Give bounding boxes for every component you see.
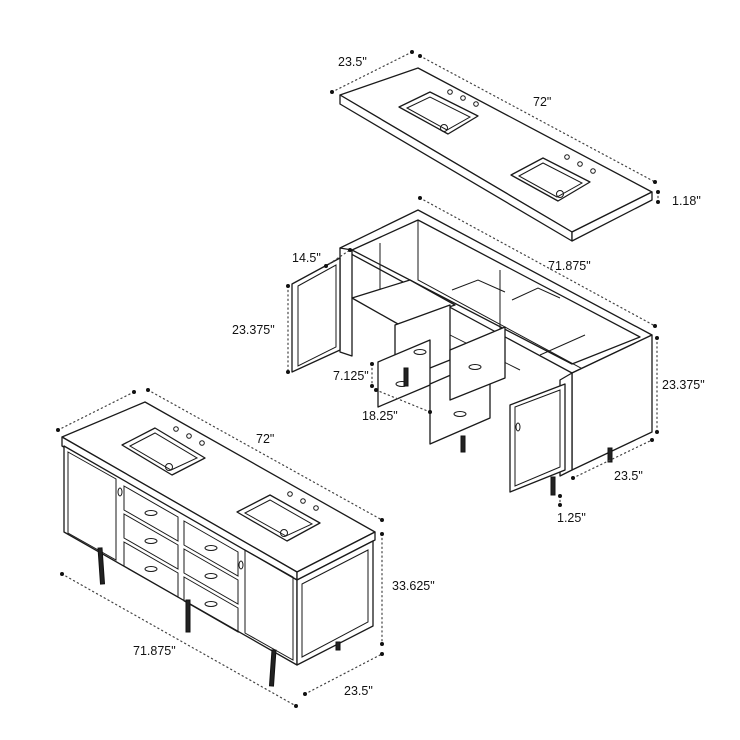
dimension-labels: 23.5" 72" 1.18" 14.5" 71.875" 23.375" 23… (133, 55, 705, 698)
label-top-thickness: 1.18" (672, 194, 701, 208)
label-door-height: 23.375" (232, 323, 275, 337)
drawer-upper-right (449, 326, 506, 401)
right-sink-basin (510, 157, 591, 202)
cabinet-leg (460, 435, 466, 453)
label-leg-height: 1.25" (557, 511, 586, 525)
right-door (509, 383, 566, 493)
left-sink-drain (440, 124, 448, 132)
label-drawer-width: 18.25" (362, 409, 398, 423)
left-door (291, 257, 341, 373)
label-cab-depth: 23.5" (614, 469, 643, 483)
dimension-lines (56, 50, 660, 708)
label-cab-height: 23.375" (662, 378, 705, 392)
label-assembled-width: 71.875" (133, 644, 176, 658)
assembled-vanity-drawing (61, 401, 376, 687)
vanity-leg (97, 547, 106, 585)
cabinet-drawing (291, 209, 653, 496)
left-cabinet-door (67, 451, 117, 561)
vanity-leg (185, 599, 191, 633)
cabinet-leg (607, 447, 613, 463)
cabinet-leg (403, 367, 409, 387)
label-assembled-depth: 23.5" (344, 684, 373, 698)
label-assembled-width-top: 72" (256, 432, 274, 446)
label-cab-depth-top: 14.5" (292, 251, 321, 265)
label-top-depth: 23.5" (338, 55, 367, 69)
label-top-width: 72" (533, 95, 551, 109)
label-cab-width: 71.875" (548, 259, 591, 273)
vanity-leg (268, 649, 277, 687)
right-sink-drain (556, 190, 564, 198)
cabinet-leg (550, 476, 556, 496)
countertop-drawing (339, 67, 653, 242)
right-cabinet-door (244, 549, 294, 661)
label-assembled-height: 33.625" (392, 579, 435, 593)
vanity-leg (335, 641, 341, 651)
label-drawer-height: 7.125" (333, 369, 369, 383)
